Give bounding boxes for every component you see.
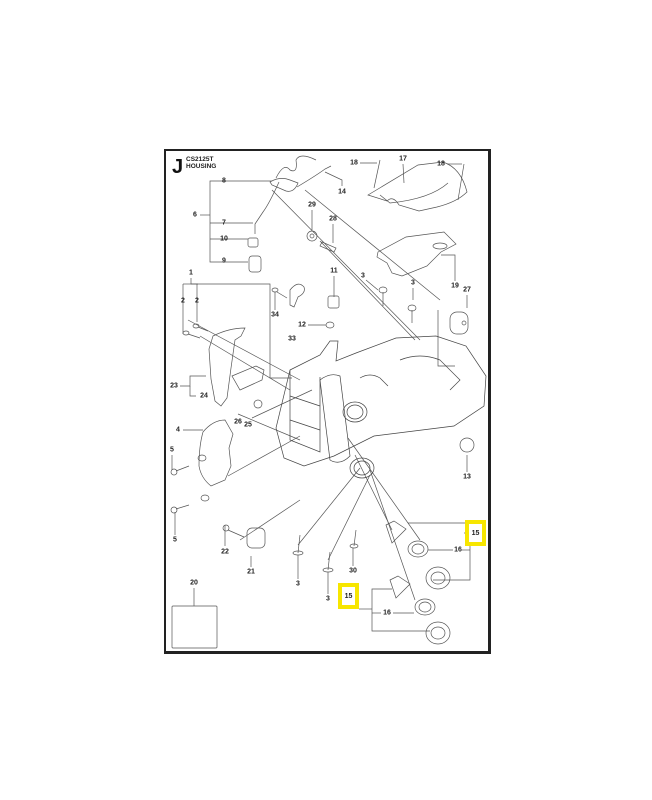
callout-33: 33 [288, 335, 296, 343]
callout-3: 3 [361, 272, 365, 280]
tank-cap-parts [385, 520, 451, 645]
callout-24: 24 [200, 392, 208, 400]
screw-parts [170, 286, 417, 573]
housing-body [275, 335, 487, 479]
highlighted-callout-15[interactable]: 15 [465, 520, 486, 546]
callout-18: 18 [437, 160, 445, 168]
callout-19: 19 [451, 282, 459, 290]
callout-5: 5 [170, 446, 174, 454]
callout-1: 1 [189, 269, 193, 277]
callout-12: 12 [298, 321, 306, 329]
side-cover-parts [197, 327, 265, 502]
leader-lines [171, 162, 471, 632]
callout-25: 25 [244, 421, 252, 429]
callout-29: 29 [308, 201, 316, 209]
callout-22: 22 [221, 548, 229, 556]
callout-14: 14 [338, 188, 346, 196]
decal-label-box [171, 605, 218, 649]
small-parts [246, 283, 475, 549]
callout-20: 20 [190, 579, 198, 587]
callout-34: 34 [271, 311, 279, 319]
section-letter: J [172, 156, 184, 178]
cover-parts [367, 159, 468, 277]
section-title: HOUSING [186, 163, 217, 170]
callout-3: 3 [326, 595, 330, 603]
callout-27: 27 [463, 286, 471, 294]
fuel-hose-parts [247, 155, 337, 273]
callout-16: 16 [383, 609, 391, 617]
callout-6: 6 [193, 211, 197, 219]
callout-30: 30 [349, 567, 357, 575]
callout-13: 13 [463, 473, 471, 481]
callout-8: 8 [222, 177, 226, 185]
callout-3: 3 [411, 279, 415, 287]
callout-2: 2 [195, 297, 199, 305]
callout-26: 26 [234, 418, 242, 426]
callout-2: 2 [181, 297, 185, 305]
callout-23: 23 [170, 382, 178, 390]
callout-11: 11 [330, 267, 338, 275]
callout-3: 3 [296, 580, 300, 588]
model-number: CS2125T [186, 156, 214, 163]
callout-28: 28 [329, 215, 337, 223]
callout-16: 16 [454, 546, 462, 554]
callout-9: 9 [222, 257, 226, 265]
diagram-title: CS2125T HOUSING [186, 156, 216, 170]
callout-4: 4 [176, 426, 180, 434]
callout-21: 21 [247, 568, 255, 576]
callout-10: 10 [220, 235, 228, 243]
highlighted-callout-15[interactable]: 15 [338, 583, 359, 609]
callout-18: 18 [350, 159, 358, 167]
callout-5: 5 [173, 536, 177, 544]
callout-7: 7 [222, 219, 226, 227]
callout-17: 17 [399, 155, 407, 163]
